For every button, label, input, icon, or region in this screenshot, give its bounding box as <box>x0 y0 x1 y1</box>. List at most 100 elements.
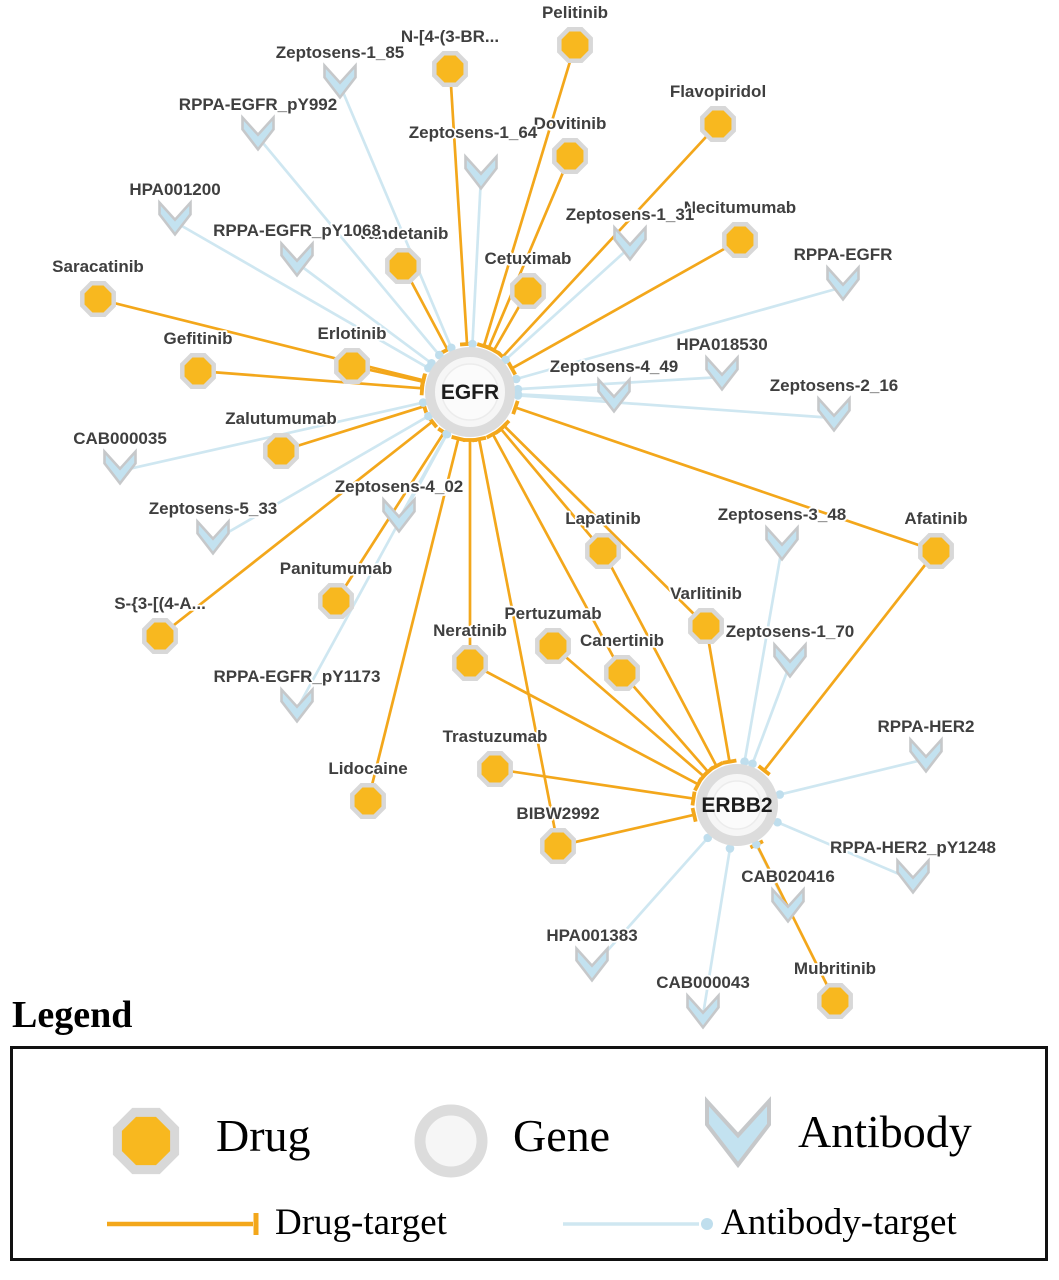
drug-node-dovitinib <box>552 138 588 174</box>
drug-target-edge-zalutumumab-to-egfr <box>280 405 425 453</box>
node-label-hpa001200: HPA001200 <box>129 180 220 199</box>
antibody-node-zeptosens-2-16 <box>817 395 851 433</box>
legend-label-drug-target: Drug-target <box>275 1202 447 1243</box>
antibody-target-dot <box>775 790 785 799</box>
antibody-target-dot <box>725 844 735 853</box>
antibody-target-dot <box>442 429 452 439</box>
antibody-target-dot <box>701 1218 713 1230</box>
drug-octagon <box>535 628 571 664</box>
antibody-node-zeptosens-1-31 <box>613 224 647 262</box>
drug-target-edge-lidocaine-to-egfr <box>366 438 460 802</box>
drug-octagon <box>452 645 488 681</box>
antibody-node-zeptosens-1-85 <box>323 62 357 100</box>
node-label-zalutumumab: Zalutumumab <box>225 409 336 428</box>
gene-circle-icon <box>414 1104 488 1178</box>
antibody-target-edge-rppa-egfr-py992-to-egfr <box>256 136 441 356</box>
legend-label-antibody-target: Antibody-target <box>721 1202 957 1243</box>
drug-node-bibw2992 <box>540 828 576 864</box>
node-label-mubritinib: Mubritinib <box>794 959 876 978</box>
drug-octagon <box>688 608 724 644</box>
antibody-chevron <box>613 224 647 262</box>
node-label-zeptosens-2-16: Zeptosens-2_16 <box>770 376 899 395</box>
drug-node-necitumumab <box>722 222 758 258</box>
antibody-target-dot <box>752 840 761 849</box>
node-label-panitumumab: Panitumumab <box>280 559 392 578</box>
antibody-target-edge-zeptosens-1-31-to-egfr <box>504 245 631 361</box>
node-label-cetuximab: Cetuximab <box>485 249 572 268</box>
antibody-chevron <box>382 496 416 534</box>
antibody-target-dot <box>418 398 428 407</box>
antibody-chevron <box>826 264 860 302</box>
antibody-target-dot <box>513 391 523 400</box>
drug-target-arrowbar <box>419 374 427 389</box>
node-label-zeptosens-1-85: Zeptosens-1_85 <box>276 43 405 62</box>
node-label-pertuzumab: Pertuzumab <box>504 604 601 623</box>
antibody-chevron <box>686 992 720 1030</box>
antibody-node-hpa001200 <box>158 199 192 237</box>
drug-octagon <box>142 618 178 654</box>
antibody-node-zeptosens-3-48 <box>765 524 799 562</box>
antibody-chevron <box>575 945 609 983</box>
drug-octagon <box>80 281 116 317</box>
node-label-cab020416: CAB020416 <box>741 867 835 886</box>
antibody-target-dot <box>468 339 477 349</box>
node-label-saracatinib: Saracatinib <box>52 257 144 276</box>
antibody-target-edge-zeptosens-3-48-to-erbb2 <box>743 546 784 762</box>
node-label-zeptosens-1-70: Zeptosens-1_70 <box>726 622 855 641</box>
edge-markers-layer <box>418 339 785 853</box>
legend-heading: Legend <box>12 994 133 1036</box>
antibody-target-edge-zeptosens-4-49-to-egfr <box>517 392 615 401</box>
drug-node-neratinib <box>452 645 488 681</box>
node-label-zeptosens-4-02: Zeptosens-4_02 <box>335 477 464 496</box>
node-label-lidocaine: Lidocaine <box>328 759 407 778</box>
drug-target-arrowbar <box>511 400 520 415</box>
drug-target-edge-pertuzumab-to-erbb2 <box>552 644 705 778</box>
antibody-target-edge-zeptosens-1-64-to-egfr <box>471 175 483 345</box>
antibody-target-dot <box>424 411 433 421</box>
node-label-dovitinib: Dovitinib <box>534 114 607 133</box>
node-label-rppa-her2: RPPA-HER2 <box>878 717 975 736</box>
node-label-rppa-her2-py1248: RPPA-HER2_pY1248 <box>830 838 996 857</box>
antibody-node-rppa-egfr-py1173 <box>280 686 314 724</box>
antibody-target-dot <box>773 817 782 827</box>
antibody-chevron <box>765 524 799 562</box>
node-label-cab000035: CAB000035 <box>73 429 167 448</box>
drug-node-pertuzumab <box>535 628 571 664</box>
antibody-target-edge-rppa-egfr-py1068-to-egfr <box>296 261 433 365</box>
drug-target-edge-varlitinib-to-egfr <box>503 424 707 627</box>
drug-target-edge-trastuzumab-to-erbb2 <box>494 767 694 800</box>
node-label-n-4-3-br: N-[4-(3-BR... <box>401 27 499 46</box>
drug-target-arrowbar <box>693 777 704 792</box>
drug-node-mubritinib <box>817 983 853 1019</box>
gene-label-erbb2: ERBB2 <box>701 794 772 817</box>
antibody-chevron-icon <box>705 1096 771 1169</box>
drug-octagon <box>385 248 421 284</box>
antibody-target-edge-cab000043-to-erbb2 <box>701 848 732 1016</box>
node-label-erlotinib: Erlotinib <box>318 324 387 343</box>
drug-target-edge-bibw2992-to-erbb2 <box>557 813 695 848</box>
legend-label-antibody: Antibody <box>798 1106 972 1157</box>
node-label-canertinib: Canertinib <box>580 631 664 650</box>
drug-target-edge-n-4-3-br-to-egfr <box>448 68 469 345</box>
antibody-chevron <box>280 686 314 724</box>
antibody-node-hpa001383 <box>575 945 609 983</box>
drug-target-edge-sample <box>107 1213 259 1235</box>
drug-target-edge-neratinib-to-erbb2 <box>469 661 699 786</box>
drug-node-afatinib <box>918 533 954 569</box>
node-label-flavopiridol: Flavopiridol <box>670 82 766 101</box>
node-label-zeptosens-4-49: Zeptosens-4_49 <box>550 357 679 376</box>
drug-octagon <box>604 655 640 691</box>
drug-target-edge-dovitinib-to-egfr <box>487 155 572 349</box>
drug-octagon <box>918 533 954 569</box>
node-label-zeptosens-1-64: Zeptosens-1_64 <box>409 123 538 142</box>
antibody-target-edge-hpa001383-to-erbb2 <box>590 836 709 969</box>
drug-node-n-4-3-br <box>432 51 468 87</box>
drug-node-pelitinib <box>557 27 593 63</box>
node-label-gefitinib: Gefitinib <box>164 329 233 348</box>
drug-target-arrowbar <box>485 429 500 440</box>
antibody-chevron <box>896 857 930 895</box>
antibody-node-rppa-egfr-py1068 <box>280 240 314 278</box>
gene-node-egfr <box>425 347 515 437</box>
antibody-node-rppa-egfr <box>826 264 860 302</box>
drug-octagon <box>477 751 513 787</box>
